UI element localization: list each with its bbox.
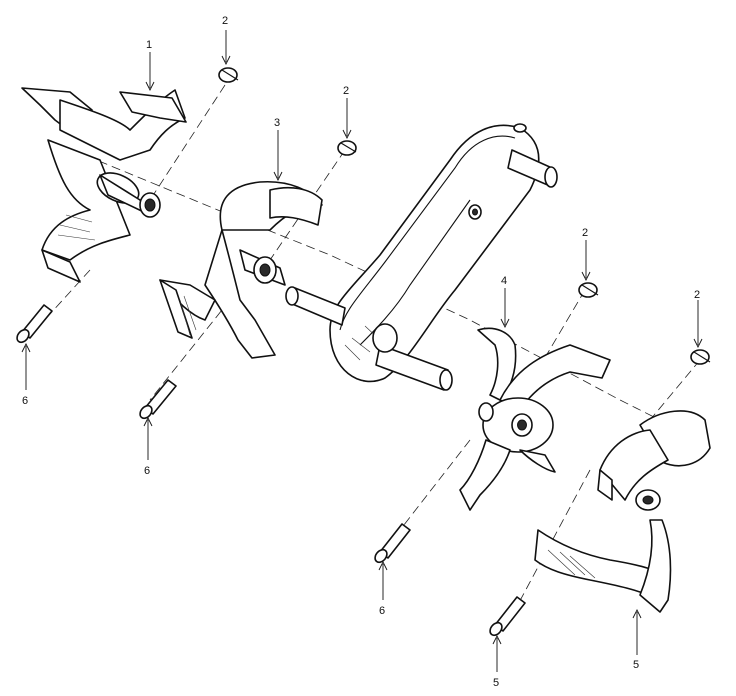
- leader-lines: [21, 30, 703, 672]
- tine-assembly-part-5: [534, 410, 711, 613]
- callout-6-right-center: 6: [379, 605, 385, 617]
- callout-2-right-far: 2: [694, 289, 700, 301]
- callout-3: 3: [274, 117, 280, 129]
- bolt-6-left-center: [139, 379, 177, 420]
- callout-4: 4: [501, 275, 507, 287]
- bolt-axis-line-right: [399, 439, 471, 531]
- bolt-axis-line-far: [514, 469, 591, 611]
- pin-2-top-center: [337, 140, 357, 156]
- bolt-6-right-far: [489, 596, 526, 637]
- pin-2-top-left: [218, 67, 239, 83]
- bolt-6-right-center: [374, 523, 411, 564]
- callout-2-top-center: 2: [343, 85, 349, 97]
- callout-6-left-far: 6: [22, 395, 28, 407]
- pin-axis-line-center: [269, 149, 346, 261]
- callout-2-right-upper: 2: [582, 227, 588, 239]
- callout-5-bottom: 5: [493, 677, 499, 689]
- callout-5-side: 5: [633, 659, 639, 671]
- callout-2-top-left: 2: [222, 15, 228, 27]
- callout-6-left-center: 6: [144, 465, 150, 477]
- tine-assembly-part-3: [159, 180, 323, 359]
- pin-2-right-upper: [578, 282, 599, 298]
- tine-assembly-part-4: [459, 327, 611, 511]
- bolt-6-left-far: [16, 304, 53, 344]
- pin-axis-line-left: [149, 84, 226, 201]
- gearbox-housing: [285, 123, 558, 391]
- pin-2-right-far: [690, 349, 711, 365]
- callout-1: 1: [146, 39, 152, 51]
- tine-assembly-part-1: [21, 87, 187, 283]
- bolt-axis-line-center: [149, 299, 231, 401]
